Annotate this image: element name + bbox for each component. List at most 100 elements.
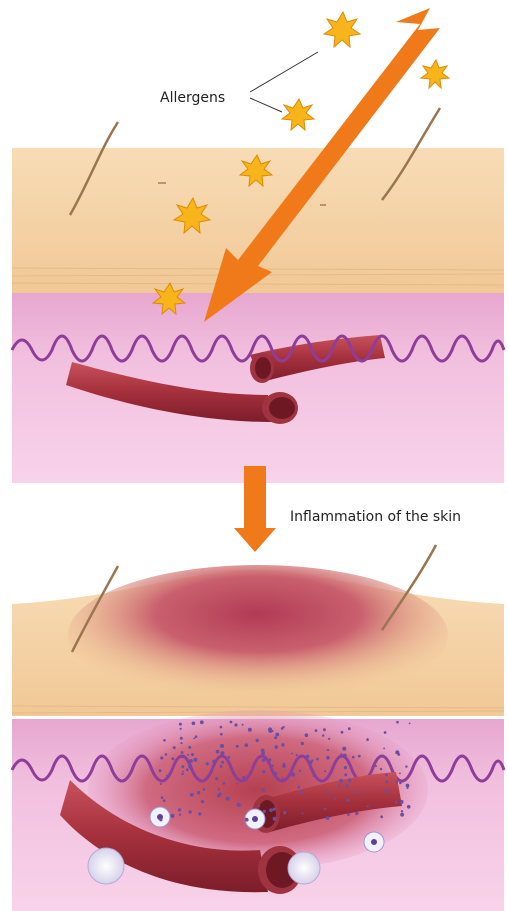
granule-dot	[274, 745, 278, 749]
granule-dot	[341, 731, 344, 734]
granule-dot	[186, 768, 189, 771]
granule-dot	[212, 760, 215, 763]
granule-dot	[200, 720, 204, 724]
granule-dot	[409, 723, 411, 725]
bottom-panel	[12, 545, 504, 911]
granule-dot	[181, 751, 184, 754]
granule-dot	[192, 722, 196, 726]
granule-dot	[170, 814, 174, 818]
granule-dot	[188, 810, 191, 813]
allergen-icon	[324, 12, 360, 47]
granule-dot	[385, 789, 389, 793]
granule-dot	[334, 798, 336, 800]
granule-dot	[163, 799, 166, 802]
granule-dot	[282, 777, 284, 779]
allergen-icon	[282, 99, 314, 130]
granule-dot	[203, 788, 206, 791]
granule-dot	[395, 801, 398, 804]
granule-dot	[344, 773, 347, 776]
granule-dot	[299, 770, 301, 772]
mast-cell	[88, 848, 124, 884]
granule-dot	[366, 739, 369, 742]
granule-dot	[367, 805, 369, 807]
granule-dot	[324, 770, 326, 772]
granule-dot	[242, 724, 244, 726]
granule-dot	[220, 744, 224, 748]
inflamed-area	[68, 565, 448, 705]
granule-dot	[302, 813, 304, 815]
granule-dot	[346, 799, 349, 802]
granule-dot	[160, 756, 163, 759]
granule-dot	[299, 791, 302, 794]
granule-dot	[376, 787, 378, 789]
granule-dot	[399, 782, 402, 785]
granule-dot	[274, 808, 276, 810]
granule-dot	[161, 796, 164, 799]
granule-dot	[160, 783, 162, 785]
granule-dot	[245, 818, 249, 822]
granule-dot	[220, 733, 223, 736]
allergens-callout: Allergens	[160, 52, 318, 112]
granule-dot	[237, 803, 241, 807]
granule-dot	[407, 787, 409, 789]
granule-dot	[173, 746, 176, 749]
granule-dot	[272, 765, 274, 767]
granule-dot	[206, 762, 209, 765]
granule-dot	[322, 734, 324, 736]
granule-dot	[354, 790, 356, 792]
granule-dot	[347, 813, 350, 816]
granule-dot	[343, 754, 347, 758]
granule-dot	[220, 765, 223, 768]
granule-dot	[220, 726, 223, 729]
granule-dot	[248, 728, 252, 732]
granule-dot	[296, 754, 298, 756]
granule-dot	[262, 770, 265, 773]
granule-dot	[165, 753, 168, 756]
granule-dot	[348, 779, 352, 783]
granule-dot	[323, 728, 326, 731]
granule-dot	[269, 808, 273, 812]
granule-dot	[179, 813, 181, 815]
granule-dot	[327, 749, 329, 751]
granule-dot	[385, 773, 388, 776]
granule-dot	[306, 755, 309, 758]
granule-dot	[326, 816, 330, 820]
granule-dot	[348, 727, 351, 730]
granule-dot	[380, 815, 383, 818]
granule-dot	[181, 773, 183, 775]
granule-dot	[226, 797, 230, 801]
granule-dot	[274, 736, 277, 739]
granule-dot	[163, 739, 166, 742]
granule-dot	[189, 759, 193, 763]
granule-dot	[338, 785, 340, 787]
granule-dot	[291, 753, 293, 755]
granule-dot	[228, 756, 231, 759]
granule-dot	[352, 756, 355, 759]
granule-dot	[220, 751, 224, 755]
granule-dot	[258, 805, 260, 807]
granule-dot	[324, 808, 326, 810]
granule-dot	[312, 759, 314, 761]
granule-dot	[218, 788, 220, 790]
granule-dot	[223, 782, 226, 785]
granule-dot	[230, 721, 233, 724]
granule-dot	[234, 723, 237, 726]
granule-dot	[268, 758, 271, 761]
granule-dot	[386, 781, 389, 784]
granule-dot	[245, 743, 249, 747]
mast-cell	[288, 852, 320, 884]
allergen-icon	[421, 60, 449, 88]
granule-dot	[283, 765, 286, 768]
inflammation-label: Inflammation of the skin	[290, 509, 461, 525]
granule-dot	[281, 743, 284, 746]
granule-dot	[383, 748, 385, 750]
granule-dot	[166, 775, 168, 777]
granule-dot	[301, 742, 304, 745]
granule-dot	[399, 773, 401, 775]
granule-dot	[193, 758, 197, 762]
granule-dot	[216, 751, 219, 754]
granule-dot	[356, 792, 358, 794]
granule-dot	[215, 777, 218, 780]
granule-dot	[191, 753, 194, 756]
